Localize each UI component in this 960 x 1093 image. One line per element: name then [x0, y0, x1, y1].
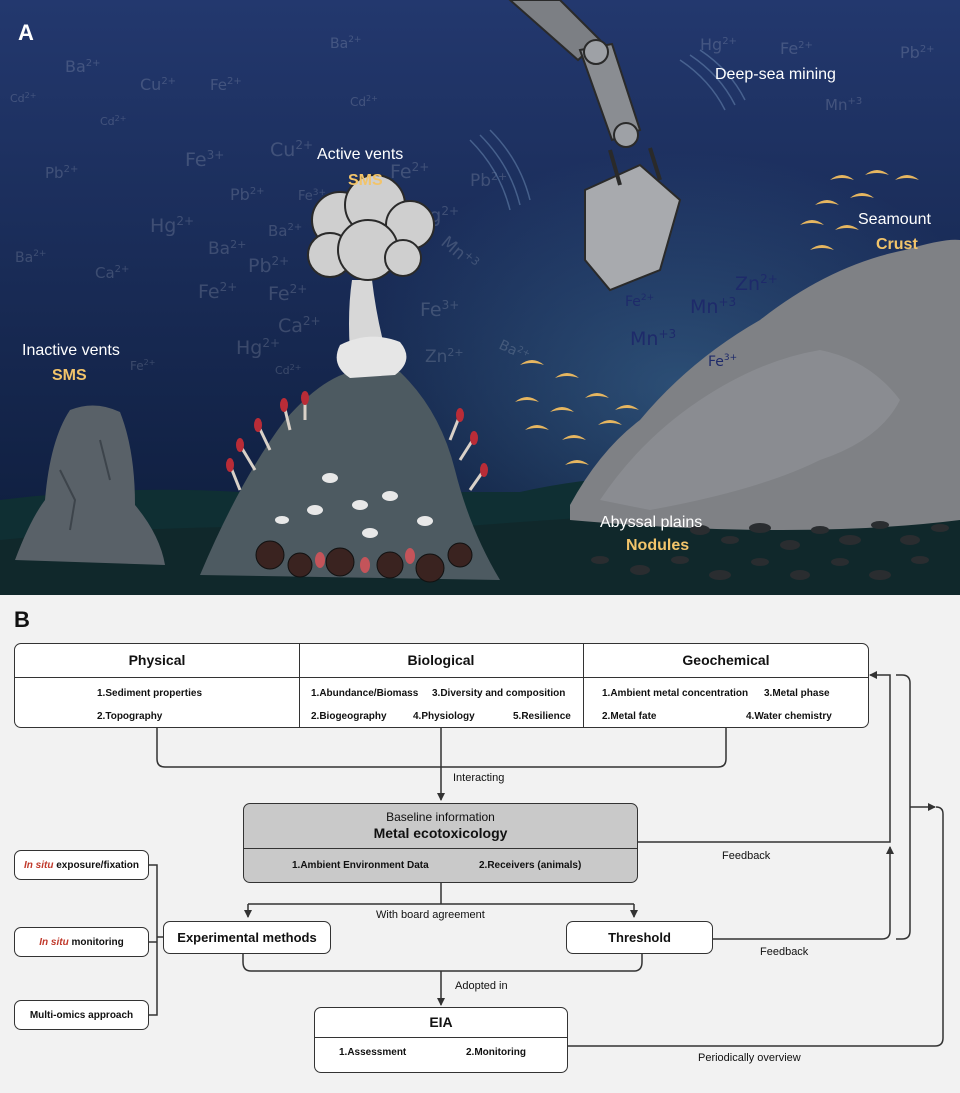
crab-group — [275, 473, 433, 538]
seamount-resource: Crust — [876, 236, 918, 253]
biological-item: 5.Resilience — [513, 711, 571, 722]
experimental-methods-box: Experimental methods — [163, 921, 331, 954]
mining-arm — [508, 0, 682, 292]
method-item: In situ monitoring — [14, 927, 149, 957]
experimental-methods-label: Experimental methods — [177, 930, 317, 945]
abyssal-plains-resource: Nodules — [626, 537, 689, 554]
nodule-field — [591, 521, 949, 580]
biological-item: 1.Abundance/Biomass — [311, 688, 419, 699]
periodically-overview-label: Periodically overview — [698, 1052, 801, 1064]
method-label: exposure/fixation — [53, 860, 140, 871]
eia-box: EIA 1.Assessment 2.Monitoring — [314, 1007, 568, 1073]
baseline-categories-table: Physical Biological Geochemical 1.Sedime… — [14, 643, 869, 728]
deep-sea-scene: Ba2+ Cu2+ Fe2+ Ba2+ Cd2+ Cd2+ Cd2+ Pb2+ … — [0, 0, 960, 595]
baseline-item: 1.Ambient Environment Data — [292, 860, 429, 871]
panel-b-flowchart: B Physical Biological Geochemical 1.Sedi… — [0, 595, 960, 1093]
threshold-box: Threshold — [566, 921, 713, 954]
inactive-vents-label: Inactive vents — [22, 342, 120, 359]
physical-title: Physical — [128, 652, 186, 668]
biological-item: 4.Physiology — [413, 711, 475, 722]
geochemical-item: 2.Metal fate — [602, 711, 657, 722]
physical-item: 2.Topography — [97, 711, 163, 722]
in-situ-label: In situ — [39, 937, 69, 948]
baseline-item: 2.Receivers (animals) — [479, 860, 582, 871]
method-item: In situ exposure/fixation — [14, 850, 149, 880]
eia-title: EIA — [429, 1014, 453, 1030]
inactive-vents-resource: SMS — [52, 367, 87, 384]
biological-title: Biological — [407, 652, 475, 668]
baseline-information-box: Baseline information Metal ecotoxicology… — [243, 803, 638, 883]
panel-a-illustration: Ba2+ Cu2+ Fe2+ Ba2+ Cd2+ Cd2+ Cd2+ Pb2+ … — [0, 0, 960, 595]
interacting-label: Interacting — [453, 772, 505, 784]
threshold-label: Threshold — [608, 930, 671, 945]
in-situ-label: In situ — [23, 860, 54, 871]
feedback-label: Feedback — [722, 850, 771, 862]
abyssal-plains-label: Abyssal plains — [600, 514, 702, 531]
geochemical-item: 3.Metal phase — [764, 688, 830, 699]
method-label: Multi-omics approach — [29, 1010, 134, 1021]
geochemical-title: Geochemical — [682, 652, 770, 668]
method-label: monitoring — [68, 937, 124, 948]
active-vents-label: Active vents — [317, 146, 403, 163]
baseline-title: Baseline information — [386, 810, 495, 824]
panel-a-letter: A — [18, 20, 34, 45]
eia-item: 1.Assessment — [339, 1047, 407, 1058]
biological-item: 2.Biogeography — [311, 711, 387, 722]
active-vents-resource: SMS — [348, 172, 383, 189]
geochemical-item: 4.Water chemistry — [746, 711, 832, 722]
seamount-label: Seamount — [858, 211, 931, 228]
biological-item: 3.Diversity and composition — [432, 688, 566, 699]
board-agreement-label: With board agreement — [376, 909, 485, 921]
panel-b-letter: B — [14, 607, 30, 632]
physical-item: 1.Sediment properties — [97, 688, 203, 699]
feedback-label: Feedback — [760, 946, 809, 958]
baseline-subtitle: Metal ecotoxicology — [373, 825, 508, 841]
geochemical-item: 1.Ambient metal concentration — [602, 688, 749, 699]
flow-connectors — [149, 671, 944, 1047]
adopted-in-label: Adopted in — [455, 980, 508, 992]
eia-item: 2.Monitoring — [466, 1047, 526, 1058]
method-item: Multi-omics approach — [14, 1000, 149, 1030]
deep-sea-mining-label: Deep-sea mining — [715, 66, 836, 83]
